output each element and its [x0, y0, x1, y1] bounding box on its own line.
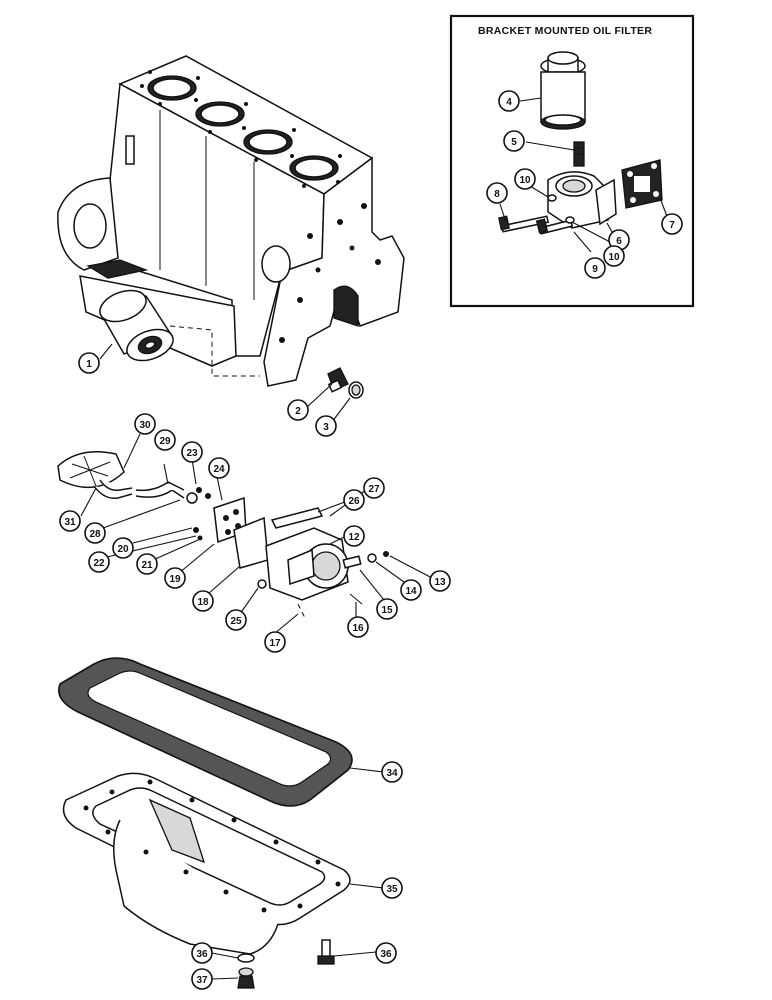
callout-13: 13: [429, 570, 451, 592]
callout-16: 16: [347, 616, 369, 638]
long-bolt: [498, 215, 550, 233]
svg-text:23: 23: [186, 448, 198, 459]
callout-35: 35: [381, 877, 403, 899]
callout-15: 15: [376, 598, 398, 620]
svg-text:19: 19: [169, 574, 181, 585]
callout-37: 37: [191, 968, 213, 990]
svg-text:26: 26: [348, 496, 360, 507]
lock-washer-lower: [565, 216, 575, 224]
callout-4: 4: [498, 90, 520, 112]
callout-20: 20: [112, 537, 134, 559]
svg-text:8: 8: [494, 189, 500, 200]
pan-bolt: [317, 939, 335, 965]
callout-21: 21: [136, 553, 158, 575]
svg-text:21: 21: [141, 560, 153, 571]
svg-text:17: 17: [269, 638, 281, 649]
callout-22: 22: [88, 551, 110, 573]
callout-12: 12: [343, 525, 365, 547]
callout-25: 25: [225, 609, 247, 631]
callout-30: 30: [134, 413, 156, 435]
svg-text:10: 10: [519, 175, 531, 186]
callout-27: 27: [363, 477, 385, 499]
filter-bracket: [547, 171, 617, 229]
svg-text:20: 20: [117, 544, 129, 555]
svg-text:36: 36: [196, 949, 208, 960]
svg-text:1: 1: [86, 359, 92, 370]
plug-cap: [348, 381, 364, 399]
svg-text:13: 13: [434, 577, 446, 588]
callout-24: 24: [208, 457, 230, 479]
callout-17: 17: [264, 631, 286, 653]
callout-23: 23: [181, 441, 203, 463]
svg-text:15: 15: [381, 605, 393, 616]
callout-14: 14: [400, 579, 422, 601]
short-bolt: [535, 218, 574, 235]
callout-10-lower: 10: [603, 245, 625, 267]
svg-text:10: 10: [608, 252, 620, 263]
callout-9: 9: [584, 257, 606, 279]
svg-text:12: 12: [348, 532, 360, 543]
oil-filter-cartridge: [540, 51, 586, 130]
svg-text:9: 9: [592, 264, 598, 275]
svg-text:25: 25: [230, 616, 242, 627]
callout-10-upper: 10: [514, 168, 536, 190]
svg-text:36: 36: [380, 949, 392, 960]
bracket-gasket: [621, 159, 663, 209]
callout-7: 7: [661, 213, 683, 235]
callout-34: 34: [381, 761, 403, 783]
callout-26: 26: [343, 489, 365, 511]
callouts: 1 2 3 4 5 6 7 8 9 10 10 12 13 14 15 16 1…: [59, 90, 683, 990]
svg-text:28: 28: [89, 529, 101, 540]
oil-pump-group: [57, 451, 389, 621]
callout-19: 19: [164, 567, 186, 589]
svg-text:29: 29: [159, 436, 171, 447]
svg-text:24: 24: [213, 464, 225, 475]
svg-text:4: 4: [506, 97, 512, 108]
svg-text:18: 18: [197, 597, 209, 608]
inset-bracket-mounted-oil-filter: BRACKET MOUNTED OIL FILTER: [449, 14, 695, 308]
svg-text:34: 34: [386, 768, 398, 779]
svg-text:16: 16: [352, 623, 364, 634]
svg-text:2: 2: [295, 406, 301, 417]
callout-1: 1: [78, 352, 100, 374]
callout-5: 5: [503, 130, 525, 152]
svg-text:30: 30: [139, 420, 151, 431]
plug-fitting: [327, 367, 349, 393]
callout-8: 8: [486, 182, 508, 204]
callout-18: 18: [192, 590, 214, 612]
oil-pan: [62, 772, 351, 955]
oil-pan-gasket: [58, 657, 353, 807]
callout-28: 28: [84, 522, 106, 544]
svg-text:27: 27: [368, 484, 380, 495]
svg-text:6: 6: [616, 236, 622, 247]
svg-text:5: 5: [511, 137, 517, 148]
inset-title: BRACKET MOUNTED OIL FILTER: [478, 25, 652, 37]
engine-block: [57, 55, 405, 387]
lock-washer-upper: [547, 194, 557, 202]
svg-text:3: 3: [323, 422, 329, 433]
svg-text:37: 37: [196, 975, 208, 986]
callout-36-bolt: 36: [375, 942, 397, 964]
callout-2: 2: [287, 399, 309, 421]
svg-text:14: 14: [405, 586, 417, 597]
drain-plug: [237, 953, 255, 989]
nipple: [573, 141, 585, 167]
callout-31: 31: [59, 510, 81, 532]
svg-text:22: 22: [93, 558, 105, 569]
callout-3: 3: [315, 415, 337, 437]
svg-text:31: 31: [64, 517, 76, 528]
svg-text:7: 7: [669, 220, 675, 231]
callout-36-washer: 36: [191, 942, 213, 964]
svg-text:35: 35: [386, 884, 398, 895]
oil-filter: [98, 289, 174, 362]
callout-29: 29: [154, 429, 176, 451]
